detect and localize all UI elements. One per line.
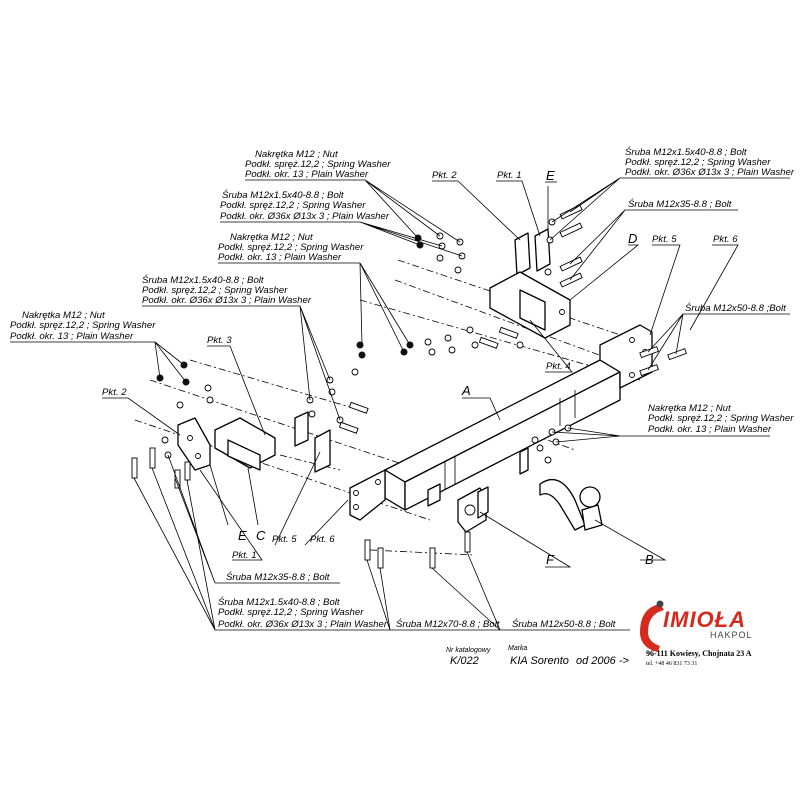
label-line: Podkł. spręż.12,2 ; Spring Washer [648, 413, 794, 424]
callout-bolt-m12x70: Śruba M12x70-8.8 ; Bolt [396, 618, 500, 630]
company-address: 96-111 Kowiesy, Chojnata 23 A [646, 649, 752, 658]
part-letter: C [256, 528, 266, 543]
callout-bolt-m12x50-bottom: Śruba M12x50-8.8 ; Bolt [512, 618, 616, 630]
callout-nut-right: Nakrętka M12 ; Nut Podkł. spręż.12,2 ; S… [648, 403, 794, 435]
part-letter: A [461, 383, 471, 398]
bolt-stack-top-right [544, 204, 583, 288]
callout-nut-left: Nakrętka M12 ; Nut Podkł. spręż.12,2 ; S… [10, 310, 156, 342]
point-markers: Pkt. 2 Pkt. 1 Pkt. 5 Pkt. 6 Pkt. 4 Pkt. … [102, 170, 738, 561]
callout-bolt-m12x35-right: Śruba M12x35-8.8 ; Bolt [628, 198, 732, 210]
callout-nut-top: Nakrętka M12 ; Nut Podkł. spręż.12,2 ; S… [245, 149, 391, 180]
point-label: Pkt. 3 [207, 335, 232, 346]
point-label: Pkt. 1 [232, 550, 257, 561]
label-line: Śruba M12x1.5x40-8.8 ; Bolt [142, 274, 264, 286]
leader-lines [10, 177, 790, 631]
part-letter: E [238, 528, 247, 543]
label-line: Nakrętka M12 ; Nut [255, 149, 338, 160]
part-letter: E [546, 168, 555, 183]
label-line: Podkł. spręż.12,2 ; Spring Washer [218, 607, 364, 618]
callout-bolt-m12x50-right: Śruba M12x50-8.8 ;Bolt [685, 302, 786, 314]
brand-label: Marka [508, 645, 528, 652]
point-label: Pkt. 5 [272, 534, 297, 545]
label-line: Podkł. okr. 13 ; Plain Washer [648, 424, 772, 435]
point-label: Pkt. 4 [546, 361, 571, 372]
point-label: Pkt. 6 [310, 534, 335, 545]
catalog-info: Nr katalogowy K/022 Marka KIA Sorento od… [446, 645, 629, 667]
callout-bolt-mid-left: Śruba M12x1.5x40-8.8 ; Bolt Podkł. spręż… [142, 274, 312, 306]
part-letters: E D A B F E C [238, 168, 654, 567]
callout-bolt-bottom-left: Śruba M12x1.5x40-8.8 ; Bolt Podkł. spręż… [218, 596, 388, 630]
part-letter: D [628, 231, 637, 246]
label-line: Podkł. okr. 13 ; Plain Washer [245, 169, 369, 180]
ball-hitch-b [519, 447, 603, 531]
label-line: Podkł. okr. Ø36x Ø13x 3 ; Plain Washer [218, 619, 388, 630]
label-line: Podkł. spręż.12,2 ; Spring Washer [245, 159, 391, 170]
label-line: Podkł. okr. Ø36x Ø13x 3 ; Plain Washer [220, 211, 390, 222]
part-letter: F [546, 552, 555, 567]
catalog-number: K/022 [450, 655, 479, 667]
label-line: Podkł. spręż.12,2 ; Spring Washer [10, 320, 156, 331]
label-line: Śruba M12x1.5x40-8.8 ; Bolt [218, 596, 340, 608]
label-line: Podkł. spręż.12,2 ; Spring Washer [625, 157, 771, 168]
point-label: Pkt. 6 [713, 234, 738, 245]
label-line: Podkł. okr. 13 ; Plain Washer [218, 252, 342, 263]
label-line: Śruba M12x1.5x40-8.8 ; Bolt [222, 189, 344, 201]
label-line: Nakrętka M12 ; Nut [230, 232, 313, 243]
label-line: Podkł. spręż.12,2 ; Spring Washer [142, 285, 288, 296]
year-value: od 2006 -> [576, 655, 629, 667]
brand-value: KIA Sorento [510, 655, 569, 667]
label-line: Podkł. okr. 13 ; Plain Washer [10, 331, 134, 342]
catalog-number-label: Nr katalogowy [446, 647, 491, 654]
company-name: IMIOŁA [663, 607, 746, 632]
crossbeam-a [349, 324, 653, 521]
label-line: Podkł. okr. Ø36x Ø13x 3 ; Plain Washer [142, 295, 312, 306]
point-label: Pkt. 1 [497, 170, 522, 181]
left-bracket-e [177, 417, 211, 471]
socket-plate-f [457, 486, 489, 533]
company-logo: IMIOŁA HAKPOL 96-111 Kowiesy, Chojnata 2… [640, 600, 753, 667]
part-letter: B [645, 552, 654, 567]
company-sub: HAKPOL [710, 630, 753, 640]
callout-bolt-top-left: Śruba M12x1.5x40-8.8 ; Bolt Podkł. spręż… [220, 189, 390, 222]
label-line: Podkł. spręż.12,2 ; Spring Washer [220, 200, 366, 211]
label-line: Śruba M12x1.5x40-8.8 ; Bolt [625, 146, 747, 158]
label-line: Podkł. okr. Ø36x Ø13x 3 ; Plain Washer [625, 167, 795, 178]
top-bracket-e [514, 228, 551, 276]
top-bracket-d [489, 271, 571, 339]
callout-bolt-top-right: Śruba M12x1.5x40-8.8 ; Bolt Podkł. spręż… [625, 146, 795, 178]
nut-stack-mid [400, 326, 524, 356]
point-label: Pkt. 5 [652, 234, 677, 245]
bolt-stack-left [306, 341, 369, 434]
callout-nut-mid: Nakrętka M12 ; Nut Podkł. spręż.12,2 ; S… [218, 232, 364, 263]
label-line: Nakrętka M12 ; Nut [648, 403, 731, 414]
bolt-stack-bottom [364, 531, 471, 569]
label-line: Podkł. spręż.12,2 ; Spring Washer [218, 242, 364, 253]
point-label: Pkt. 2 [102, 387, 127, 398]
nut-stack-top [414, 232, 466, 274]
callout-bolt-m12x35-bottom: Śruba M12x35-8.8 ; Bolt [226, 571, 330, 583]
label-line: Nakrętka M12 ; Nut [22, 310, 105, 321]
company-phone: tel. +48 46 831 73 31 [646, 661, 697, 667]
logo-hook-icon [640, 604, 664, 652]
left-bracket-c [214, 411, 331, 473]
logo-ball-icon [656, 600, 664, 608]
point-label: Pkt. 2 [432, 170, 457, 181]
